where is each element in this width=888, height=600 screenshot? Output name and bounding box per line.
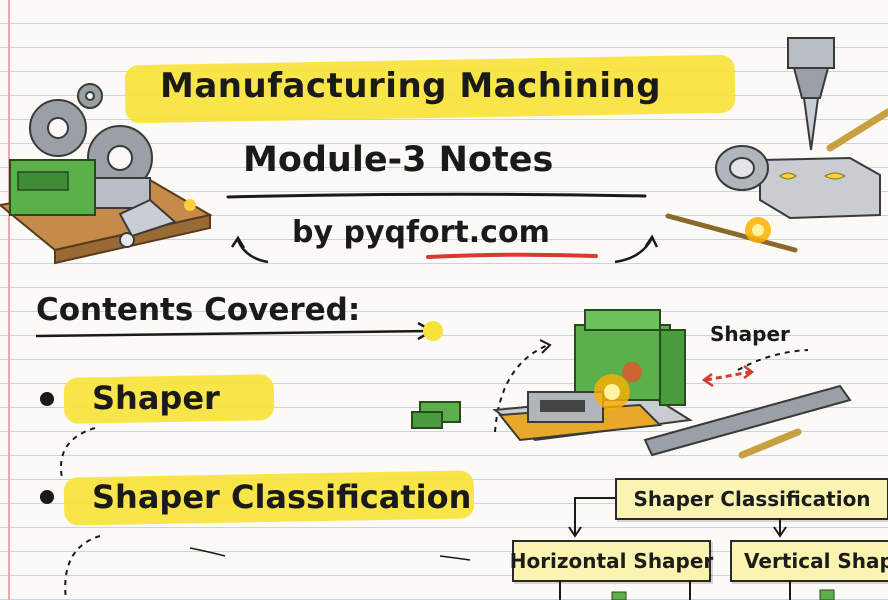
contents-heading: Contents Covered: [36,292,361,328]
diagram-right-box: Vertical Shaper [730,540,888,582]
diagram-left-box: Horizontal Shaper [509,540,714,582]
page-subtitle: Module-3 Notes [243,140,554,180]
page-title: Manufacturing Machining [160,66,662,106]
bullet-dot [40,392,54,406]
byline: by pyqfort.com [292,215,550,250]
notebook-margin-line [8,0,10,600]
bullet-item-shaper: Shaper [92,379,220,417]
diagram-root-label: Shaper Classification [633,487,871,511]
diagram-left-label: Horizontal Shaper [509,549,714,573]
bullet-dot [40,490,54,504]
diagram-root-box: Shaper Classification [615,478,888,520]
diagram-right-label: Vertical Shaper [744,549,888,573]
shaper-machine-label: Shaper [710,322,790,346]
bullet-item-shaper-classification: Shaper Classification [92,478,472,516]
